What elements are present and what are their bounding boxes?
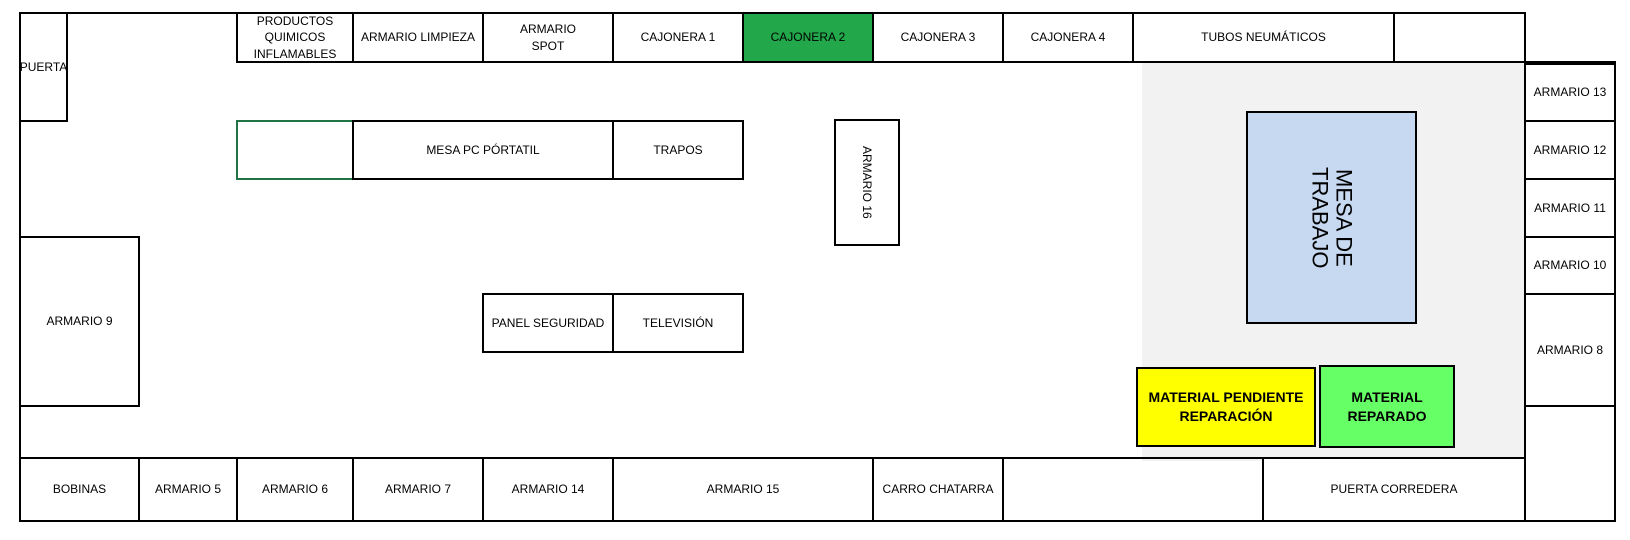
empty-top-right-cell (1393, 12, 1526, 63)
mesa-trabajo-label: MESA DE TRABAJO (1307, 166, 1357, 269)
television: TELEVISIÓN (612, 293, 744, 353)
puerta-label: PUERTA (19, 59, 68, 74)
carro-chatarra: CARRO CHATARRA (872, 457, 1004, 522)
bobinas: BOBINAS (19, 457, 140, 522)
armario-15-label: ARMARIO 15 (706, 482, 780, 497)
armario-15: ARMARIO 15 (612, 457, 874, 522)
material-reparado: MATERIAL REPARADO (1319, 365, 1455, 448)
wall-top-left (19, 12, 239, 14)
cajonera-4: CAJONERA 4 (1002, 12, 1134, 63)
panel-seguridad-label: PANEL SEGURIDAD (491, 315, 605, 330)
cajonera-1: CAJONERA 1 (612, 12, 744, 63)
mesa-de-trabajo: MESA DE TRABAJO (1246, 111, 1417, 324)
armario-8: ARMARIO 8 (1524, 293, 1616, 407)
television-label: TELEVISIÓN (642, 315, 714, 330)
puerta: PUERTA (19, 12, 68, 122)
armario-5-label: ARMARIO 5 (154, 482, 221, 497)
armario-7-label: ARMARIO 7 (384, 482, 451, 497)
material-reparado-label: MATERIAL REPARADO (1347, 388, 1427, 424)
bobinas-label: BOBINAS (52, 482, 107, 497)
armario-10: ARMARIO 10 (1524, 236, 1616, 295)
trapos: TRAPOS (612, 120, 744, 180)
productos-label: PRODUCTOS QUIMICOS INFLAMABLES (253, 14, 337, 61)
material-pendiente-label: MATERIAL PENDIENTE REPARACIÓN (1148, 389, 1304, 424)
material-pendiente-reparacion: MATERIAL PENDIENTE REPARACIÓN (1136, 367, 1316, 447)
armario-limpieza: ARMARIO LIMPIEZA (352, 12, 484, 63)
mesa-pc-label: MESA PC PÓRTATIL (426, 142, 540, 157)
cajonera-1-label: CAJONERA 1 (640, 30, 716, 45)
armario-spot-label: ARMARIO SPOT (519, 22, 576, 53)
armario-5: ARMARIO 5 (138, 457, 238, 522)
armario-13-label: ARMARIO 13 (1533, 85, 1607, 100)
trapos-label: TRAPOS (653, 142, 703, 157)
empty-right-bottom-cell (1524, 405, 1616, 522)
armario-16: ARMARIO 16 (834, 119, 900, 246)
armario-limpieza-label: ARMARIO LIMPIEZA (360, 30, 476, 45)
armario-10-label: ARMARIO 10 (1533, 258, 1607, 273)
armario-9: ARMARIO 9 (19, 236, 140, 407)
armario-6: ARMARIO 6 (236, 457, 354, 522)
armario-13: ARMARIO 13 (1524, 63, 1616, 122)
bottom-gap-top-line (1002, 457, 1264, 459)
armario-7: ARMARIO 7 (352, 457, 484, 522)
armario-6-label: ARMARIO 6 (261, 482, 328, 497)
armario-14-label: ARMARIO 14 (511, 482, 585, 497)
armario-9-label: ARMARIO 9 (46, 314, 113, 329)
wall-top-right (1524, 61, 1616, 63)
armario-spot: ARMARIO SPOT (482, 12, 614, 63)
armario-11: ARMARIO 11 (1524, 178, 1616, 238)
tubos-label: TUBOS NEUMÁTICOS (1201, 30, 1326, 45)
cajonera-3: CAJONERA 3 (872, 12, 1004, 63)
puerta-corredera: PUERTA CORREDERA (1262, 457, 1526, 522)
cajonera-3-label: CAJONERA 3 (900, 30, 976, 45)
armario-8-label: ARMARIO 8 (1536, 342, 1603, 357)
productos-quimicos-inflamables: PRODUCTOS QUIMICOS INFLAMABLES (236, 12, 354, 63)
tubos-neumaticos: TUBOS NEUMÁTICOS (1132, 12, 1395, 63)
armario-12: ARMARIO 12 (1524, 120, 1616, 180)
cajonera-2-label: CAJONERA 2 (770, 30, 846, 45)
cajonera-4-label: CAJONERA 4 (1030, 30, 1106, 45)
armario-14: ARMARIO 14 (482, 457, 614, 522)
cajonera-2: CAJONERA 2 (742, 12, 874, 63)
armario-11-label: ARMARIO 11 (1534, 200, 1606, 215)
mesa-pc-portatil: MESA PC PÓRTATIL (352, 120, 614, 180)
selected-cell (236, 120, 354, 180)
carro-chatarra-label: CARRO CHATARRA (882, 482, 994, 497)
armario-16-label: ARMARIO 16 (860, 146, 875, 219)
armario-12-label: ARMARIO 12 (1533, 142, 1607, 157)
panel-seguridad: PANEL SEGURIDAD (482, 293, 614, 353)
puerta-corredera-label: PUERTA CORREDERA (1330, 482, 1458, 497)
